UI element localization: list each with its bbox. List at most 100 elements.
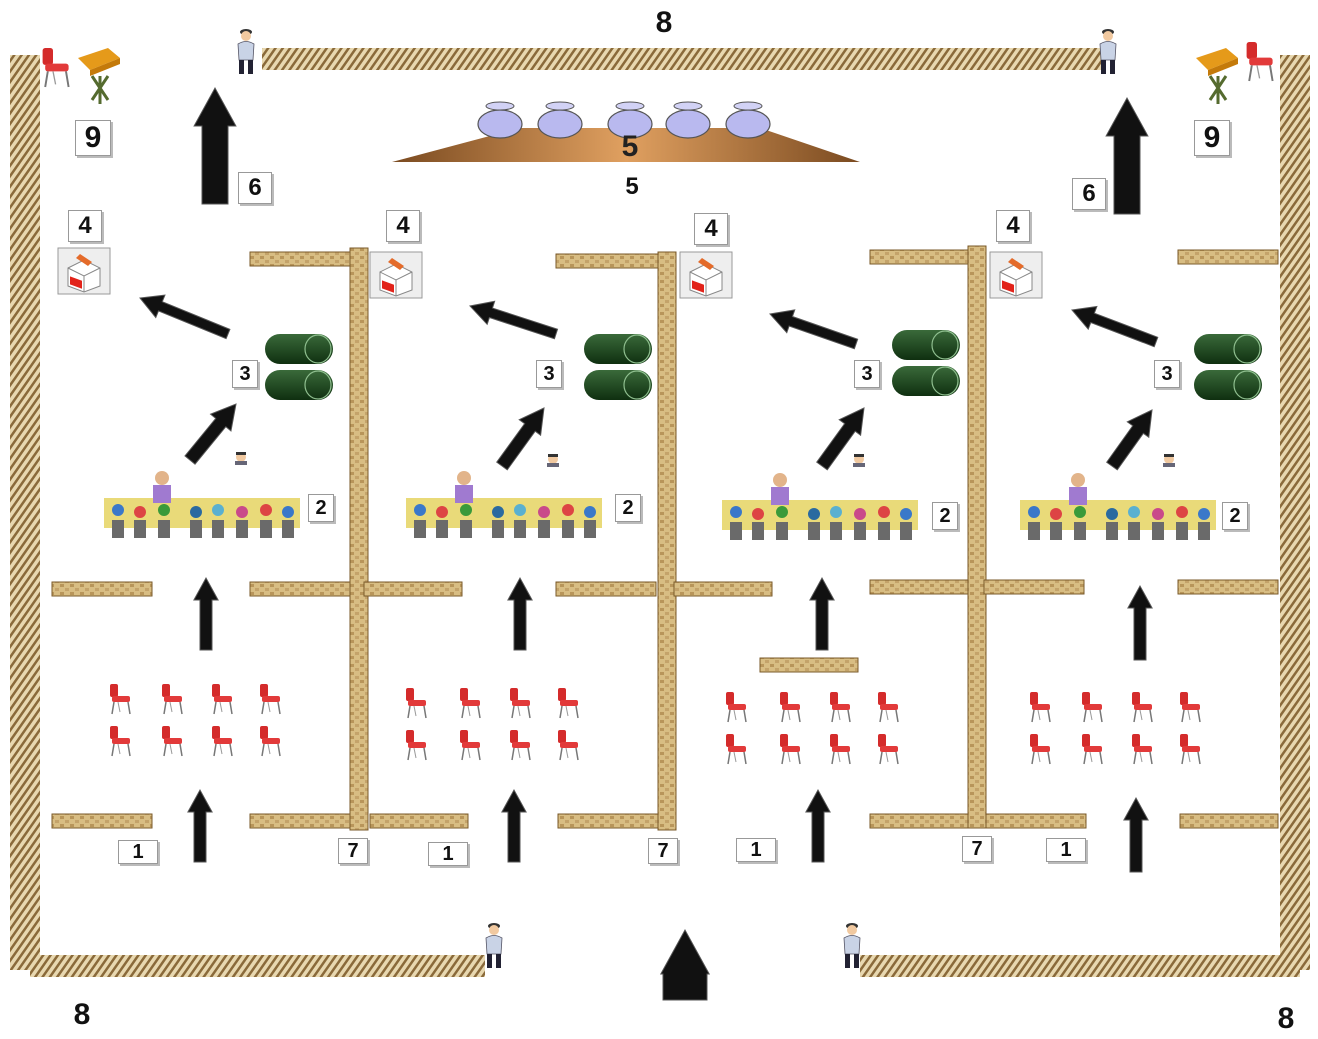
chair-icon <box>726 110 770 138</box>
barrier-segment-20 <box>1180 814 1278 828</box>
chair-icon <box>1082 734 1102 764</box>
barrier-segment-7 <box>364 582 462 596</box>
voting-booths <box>265 330 1262 400</box>
chair-icon <box>1132 692 1152 722</box>
barrier-segment-1 <box>250 252 350 266</box>
chair-icon <box>1247 42 1273 81</box>
label-witness-table-left: 9 <box>75 120 111 156</box>
chair-icon <box>830 734 850 764</box>
chair-icon <box>734 102 762 110</box>
barrier-segment-2 <box>556 254 658 268</box>
arrow-icon <box>1072 307 1158 347</box>
barrier-segment-11 <box>984 580 1084 594</box>
label-partition-1: 7 <box>338 838 368 864</box>
label-exit-right: 6 <box>1072 178 1106 210</box>
label-fence-top: 8 <box>648 8 680 38</box>
barrier-segment-17 <box>558 814 658 828</box>
arrow-icon <box>470 301 558 338</box>
ballot-box-icon <box>58 248 110 294</box>
registration-table-icon <box>722 473 918 540</box>
label-booth-4: 3 <box>1154 360 1180 388</box>
voting-booth-icon <box>584 334 652 400</box>
chair-icon <box>43 48 69 87</box>
arrow-icon <box>502 790 526 862</box>
ballot-box-icon <box>990 252 1042 298</box>
barrier-segment-14 <box>52 814 152 828</box>
chair-icon <box>1030 692 1050 722</box>
chair-icon <box>510 688 530 718</box>
barrier-segment-5 <box>52 582 152 596</box>
chair-icon <box>460 688 480 718</box>
chair-icon <box>162 684 182 714</box>
voting-booth-icon <box>1194 334 1262 400</box>
ballot-box-icon <box>680 252 732 298</box>
officer-icon <box>547 454 559 467</box>
chair-icon <box>460 730 480 760</box>
officer-icon <box>853 454 865 467</box>
label-entrance-4: 1 <box>1046 838 1086 862</box>
registration-table-icon <box>1020 473 1216 540</box>
chair-icon <box>538 110 582 138</box>
chair-icon <box>666 110 710 138</box>
barrier-segment-12 <box>1178 580 1278 594</box>
label-counting-table-stage: 5 <box>612 132 648 162</box>
chair-icon <box>558 688 578 718</box>
chair-icon <box>558 730 578 760</box>
chair-icon <box>260 684 280 714</box>
arrow-icon <box>1107 410 1152 470</box>
arrow-icon <box>810 578 834 650</box>
table-icon <box>78 48 120 104</box>
label-ballot-box-2: 4 <box>386 210 420 242</box>
arrow-icon <box>1124 798 1148 872</box>
chair-icon <box>1180 734 1200 764</box>
arrow-icon <box>1128 586 1152 660</box>
guard-icon <box>486 923 502 968</box>
chair-icon <box>510 730 530 760</box>
fence-bottom-left <box>30 955 485 977</box>
fence-right <box>1280 55 1310 970</box>
label-witness-table-right: 9 <box>1194 120 1230 156</box>
chair-icon <box>830 692 850 722</box>
label-registration-2: 2 <box>615 494 641 522</box>
chair-icon <box>1082 692 1102 722</box>
label-counting-table: 5 <box>618 174 646 200</box>
chair-icon <box>1030 734 1050 764</box>
label-registration-4: 2 <box>1222 502 1248 530</box>
fence-top <box>262 48 1102 70</box>
fence-bottom-right <box>860 955 1300 977</box>
label-booth-1: 3 <box>232 360 258 388</box>
barrier-segment-8 <box>556 582 656 596</box>
guard-icon <box>844 923 860 968</box>
chair-icon <box>780 734 800 764</box>
chair-icon <box>726 734 746 764</box>
registration-table-icon <box>104 471 300 538</box>
arrow-icon <box>194 88 236 204</box>
label-booth-3: 3 <box>854 360 880 388</box>
chair-icon <box>110 684 130 714</box>
arrow-icon <box>140 295 230 338</box>
arrow-icon <box>661 930 709 1000</box>
chair-icon <box>878 734 898 764</box>
arrow-icon <box>508 578 532 650</box>
chair-icon <box>162 726 182 756</box>
guard-icon <box>238 29 254 74</box>
barrier-segment-15 <box>250 814 350 828</box>
arrow-icon <box>806 790 830 862</box>
arrow-icon <box>497 408 544 470</box>
chair-icon <box>616 102 644 110</box>
chair-icon <box>486 102 514 110</box>
barrier-segment-9 <box>674 582 772 596</box>
chair-icon <box>406 688 426 718</box>
partition-wall-2 <box>658 252 676 830</box>
chair-icon <box>780 692 800 722</box>
chair-icon <box>674 102 702 110</box>
chair-icon <box>1180 692 1200 722</box>
barrier-segment-16 <box>370 814 468 828</box>
chair-icon <box>546 102 574 110</box>
barrier-segment-10 <box>870 580 968 594</box>
chair-icon <box>406 730 426 760</box>
barrier-segment-4 <box>1178 250 1278 264</box>
voting-booth-icon <box>265 334 333 400</box>
label-fence-bottom-right: 8 <box>1270 1004 1302 1034</box>
